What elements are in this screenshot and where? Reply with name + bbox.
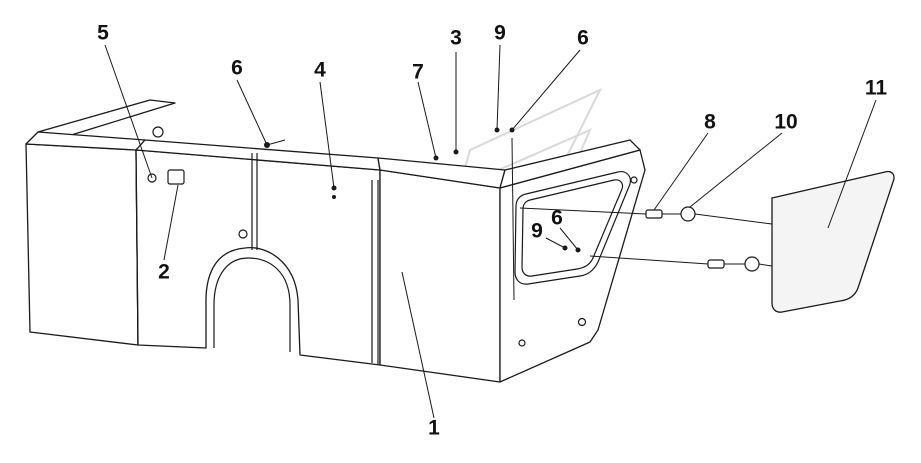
callout-5: 5 bbox=[97, 21, 109, 45]
callout-9b: 9 bbox=[531, 219, 543, 243]
leader-5 bbox=[104, 44, 153, 179]
left-side-panel bbox=[25, 143, 139, 346]
bolt-part-8 bbox=[645, 209, 663, 219]
callout-11: 11 bbox=[864, 76, 888, 100]
callout-8: 8 bbox=[704, 110, 716, 134]
grommet-part-10 bbox=[680, 206, 696, 222]
front-right-panel bbox=[379, 169, 501, 383]
leader-1 bbox=[401, 271, 435, 419]
mount-hole bbox=[238, 229, 248, 239]
leader-8 bbox=[653, 132, 709, 211]
leader-4 bbox=[319, 81, 335, 189]
arch-inner-edge bbox=[213, 257, 291, 352]
callout-6a: 6 bbox=[231, 56, 243, 80]
leader-9a bbox=[496, 44, 501, 131]
callout-4: 4 bbox=[314, 58, 326, 82]
leader-6a bbox=[236, 79, 268, 146]
leader-6c bbox=[559, 227, 579, 251]
window-frame-inner bbox=[521, 179, 624, 277]
latch-bracket bbox=[167, 169, 185, 185]
callout-3: 3 bbox=[450, 26, 462, 50]
leader-6b bbox=[511, 49, 581, 131]
leader-7 bbox=[417, 81, 437, 159]
center-panel bbox=[135, 149, 381, 366]
callout-1: 1 bbox=[428, 416, 440, 440]
callout-10: 10 bbox=[774, 110, 798, 134]
callout-9a: 9 bbox=[494, 21, 506, 45]
window-frame-outer bbox=[514, 171, 631, 285]
leader-9b bbox=[545, 237, 566, 249]
leader-2 bbox=[163, 184, 179, 261]
leader-11 bbox=[827, 99, 877, 229]
callout-6c: 6 bbox=[551, 206, 563, 230]
window-glass-part-11 bbox=[771, 170, 895, 313]
angled-top-rim bbox=[499, 139, 641, 189]
callout-2: 2 bbox=[158, 260, 170, 284]
left-panel-seam bbox=[135, 149, 139, 346]
callout-6b: 6 bbox=[577, 26, 589, 50]
callout-7: 7 bbox=[412, 60, 424, 84]
leader-10 bbox=[689, 132, 783, 208]
